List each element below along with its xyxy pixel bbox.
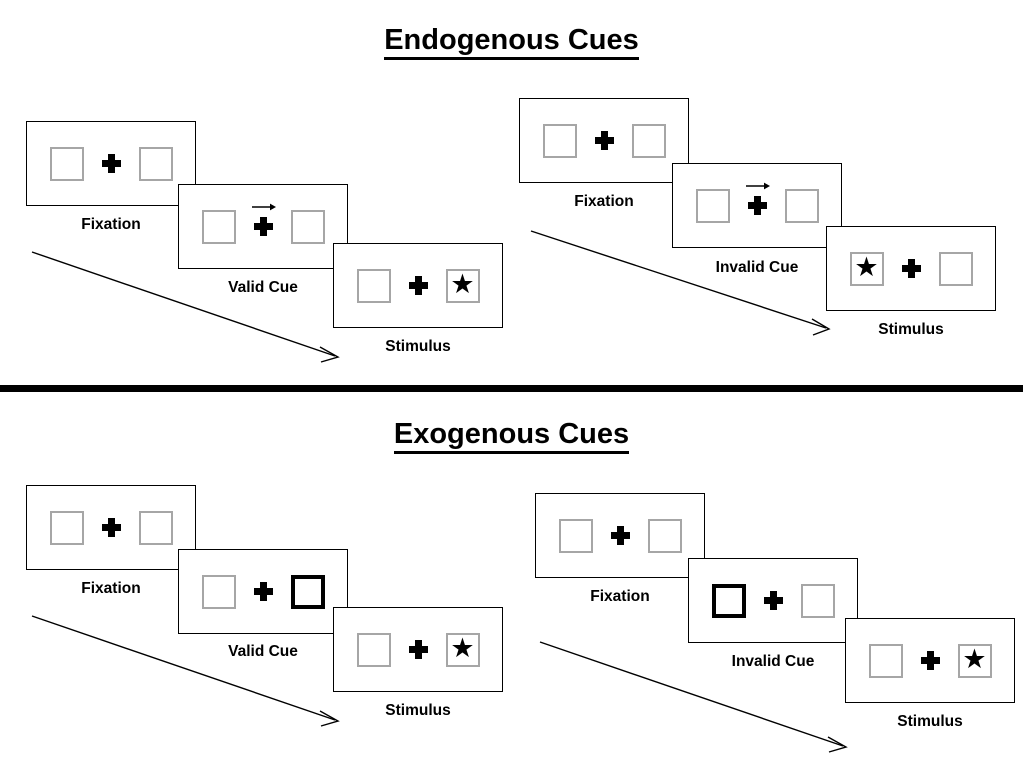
plus-sign-icon	[408, 640, 428, 659]
left-box	[201, 574, 236, 609]
fixation-cross-wrap	[594, 131, 614, 150]
right-box	[938, 251, 973, 286]
panel-content	[49, 510, 173, 545]
plus-sign-icon	[101, 518, 121, 537]
panel-exogenous-valid-stimulus[interactable]: ★	[333, 607, 503, 692]
star-icon: ★	[854, 252, 879, 282]
fixation-cross-wrap	[408, 276, 428, 295]
right-box	[800, 583, 835, 618]
fixation-cross-wrap	[253, 582, 273, 601]
left-box	[201, 209, 236, 244]
panel-exogenous-valid-cue[interactable]	[178, 549, 348, 634]
caption-endogenous-valid-fixation: Fixation	[81, 216, 141, 233]
plus-sign-icon	[101, 154, 121, 173]
panel-content	[49, 146, 173, 181]
panel-exogenous-valid-fixation[interactable]	[26, 485, 196, 570]
fixation-cross-wrap	[408, 640, 428, 659]
panel-content: ★	[356, 632, 480, 667]
section-divider	[0, 385, 1023, 392]
left-box	[49, 510, 84, 545]
section-title-exogenous: Exogenous Cues	[0, 418, 1023, 454]
plus-sign-icon	[901, 259, 921, 278]
fixation-cross-wrap	[745, 182, 770, 215]
panel-endogenous-invalid-cue[interactable]	[672, 163, 842, 248]
plus-sign-icon	[610, 526, 630, 545]
panel-endogenous-valid-stimulus[interactable]: ★	[333, 243, 503, 328]
right-box: ★	[957, 643, 992, 678]
caption-endogenous-invalid-fixation: Fixation	[574, 193, 634, 210]
arrow-right-icon	[745, 182, 770, 190]
section-title-endogenous-text: Endogenous Cues	[384, 24, 639, 60]
fixation-cross-wrap	[763, 591, 783, 610]
panel-endogenous-valid-fixation[interactable]	[26, 121, 196, 206]
panel-content	[711, 583, 835, 618]
star-icon: ★	[962, 644, 987, 674]
plus-sign-icon	[747, 196, 767, 215]
plus-sign-icon	[253, 217, 273, 236]
right-box	[138, 510, 173, 545]
panel-endogenous-invalid-stimulus[interactable]: ★	[826, 226, 996, 311]
fixation-cross-wrap	[920, 651, 940, 670]
flow-arrow-endogenous-invalid	[530, 230, 831, 336]
flow-arrow-exogenous-valid	[31, 615, 340, 727]
panel-content	[695, 182, 819, 223]
caption-exogenous-valid-stimulus: Stimulus	[385, 702, 451, 719]
left-box	[49, 146, 84, 181]
plus-sign-icon	[408, 276, 428, 295]
panel-content	[542, 123, 666, 158]
panel-content	[201, 203, 325, 244]
section-title-exogenous-text: Exogenous Cues	[393, 418, 630, 454]
panel-content: ★	[868, 643, 992, 678]
right-box	[647, 518, 682, 553]
left-box	[558, 518, 593, 553]
star-icon: ★	[450, 633, 475, 663]
right-box	[138, 146, 173, 181]
caption-exogenous-invalid-cue: Invalid Cue	[731, 653, 815, 670]
fixation-cross-wrap	[610, 526, 630, 545]
caption-endogenous-invalid-cue: Invalid Cue	[715, 259, 799, 276]
left-box	[695, 188, 730, 223]
star-icon: ★	[450, 269, 475, 299]
right-box: ★	[445, 632, 480, 667]
panel-content: ★	[356, 268, 480, 303]
panel-endogenous-valid-cue[interactable]	[178, 184, 348, 269]
caption-exogenous-valid-fixation: Fixation	[81, 580, 141, 597]
plus-sign-icon	[253, 582, 273, 601]
left-box-cued	[711, 583, 746, 618]
caption-endogenous-valid-stimulus: Stimulus	[385, 338, 451, 355]
fixation-cross-wrap	[101, 154, 121, 173]
caption-endogenous-invalid-stimulus: Stimulus	[878, 321, 944, 338]
plus-sign-icon	[920, 651, 940, 670]
right-box	[631, 123, 666, 158]
right-box	[784, 188, 819, 223]
right-box	[290, 209, 325, 244]
caption-exogenous-valid-cue: Valid Cue	[228, 643, 298, 660]
plus-sign-icon	[594, 131, 614, 150]
caption-exogenous-invalid-fixation: Fixation	[590, 588, 650, 605]
left-box	[868, 643, 903, 678]
fixation-cross-wrap	[251, 203, 276, 236]
left-box	[542, 123, 577, 158]
arrow-right-icon	[251, 203, 276, 211]
panel-endogenous-invalid-fixation[interactable]	[519, 98, 689, 183]
panel-exogenous-invalid-cue[interactable]	[688, 558, 858, 643]
panel-content	[558, 518, 682, 553]
right-box-cued	[290, 574, 325, 609]
left-box	[356, 632, 391, 667]
panel-exogenous-invalid-fixation[interactable]	[535, 493, 705, 578]
flow-arrow-exogenous-invalid	[539, 641, 848, 753]
panel-exogenous-invalid-stimulus[interactable]: ★	[845, 618, 1015, 703]
left-box: ★	[849, 251, 884, 286]
caption-exogenous-invalid-stimulus: Stimulus	[897, 713, 963, 730]
section-title-endogenous: Endogenous Cues	[0, 24, 1023, 60]
fixation-cross-wrap	[101, 518, 121, 537]
left-box	[356, 268, 391, 303]
flow-arrow-endogenous-valid	[31, 251, 340, 363]
panel-content	[201, 574, 325, 609]
caption-endogenous-valid-cue: Valid Cue	[228, 279, 298, 296]
plus-sign-icon	[763, 591, 783, 610]
fixation-cross-wrap	[901, 259, 921, 278]
right-box: ★	[445, 268, 480, 303]
panel-content: ★	[849, 251, 973, 286]
